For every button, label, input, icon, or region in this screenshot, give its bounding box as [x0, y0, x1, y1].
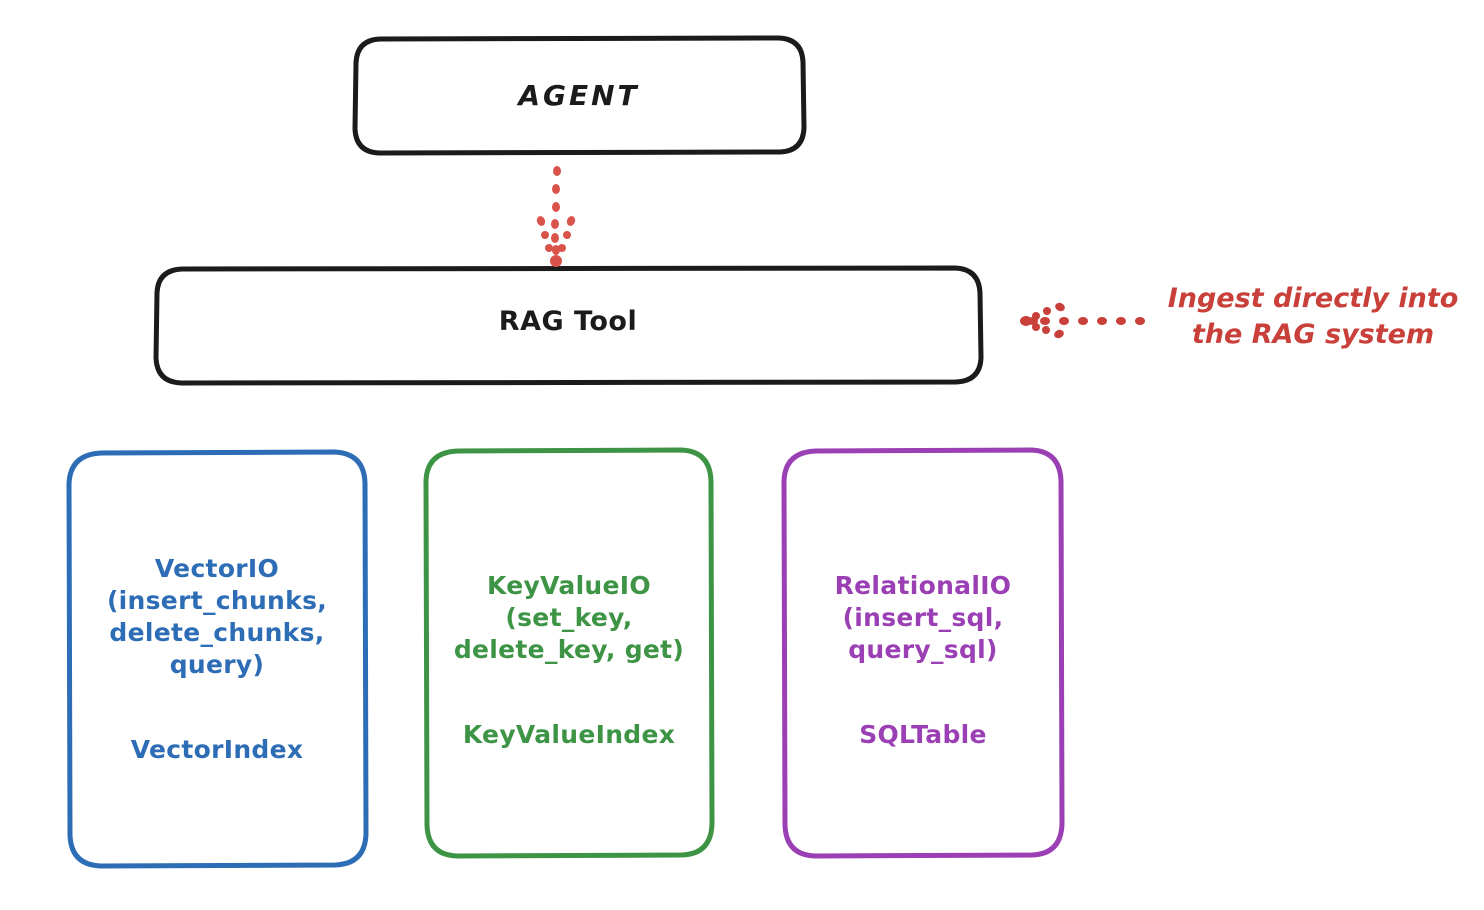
rag-tool-box[interactable]	[153, 265, 984, 386]
key-value-io-box[interactable]	[423, 447, 715, 859]
ingest-annotation-text: Ingest directly into the RAG system	[1167, 283, 1459, 350]
relational-io-box[interactable]	[781, 447, 1065, 859]
agent-box[interactable]	[352, 35, 807, 156]
vector-io-box[interactable]	[66, 449, 369, 869]
ingest-to-rag-connector	[1020, 302, 1145, 339]
agent-to-rag-connector	[536, 166, 576, 267]
